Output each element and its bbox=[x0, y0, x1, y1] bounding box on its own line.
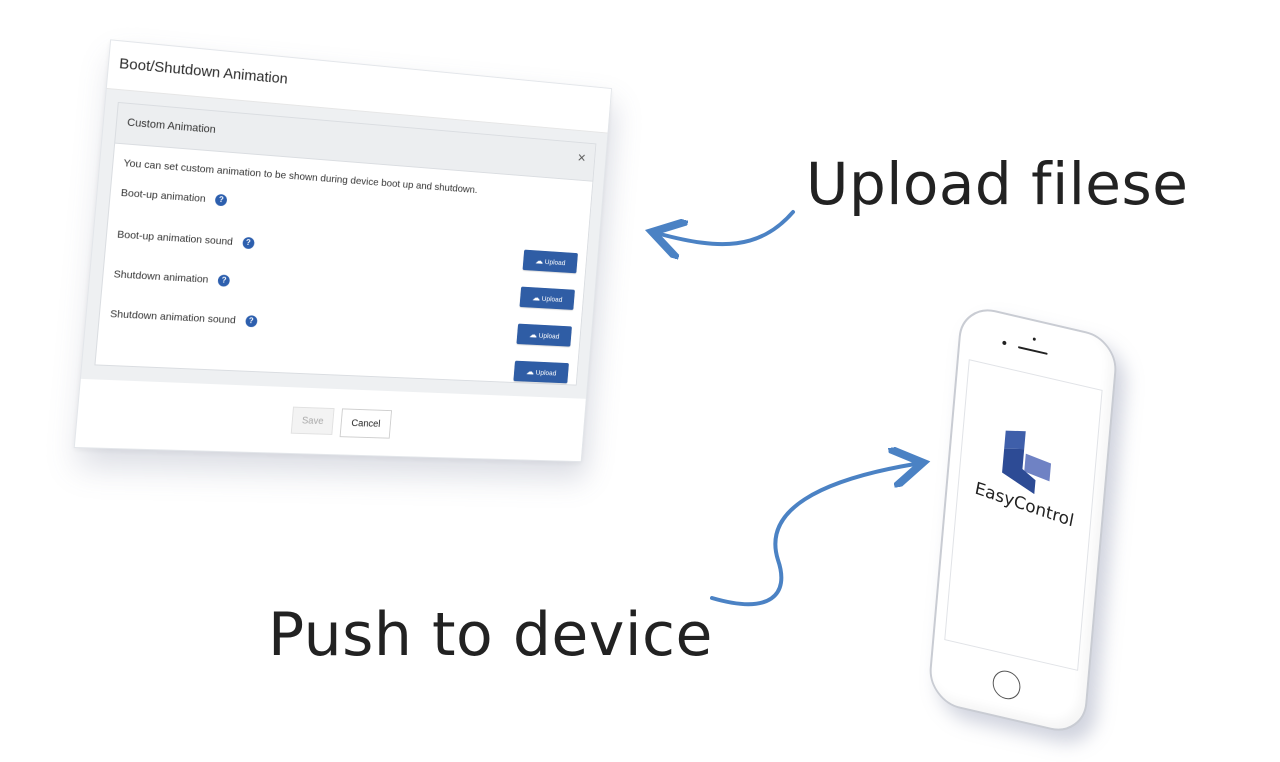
upload-label: Upload bbox=[544, 257, 566, 267]
upload-button[interactable]: ☁Upload bbox=[513, 360, 569, 384]
phone-screen: EasyControl bbox=[944, 359, 1103, 671]
row-label: Boot-up animation sound bbox=[116, 228, 234, 248]
save-button[interactable]: Save bbox=[290, 406, 335, 435]
dialog-body: Custom Animation × You can set custom an… bbox=[80, 88, 608, 399]
help-icon[interactable]: ? bbox=[217, 274, 231, 288]
help-icon[interactable]: ? bbox=[214, 194, 228, 207]
dialog-illustration: Boot/Shutdown Animation Custom Animation… bbox=[0, 0, 640, 520]
row-label: Boot-up animation bbox=[120, 187, 207, 205]
close-icon[interactable]: × bbox=[577, 150, 587, 167]
camera-dot bbox=[1002, 340, 1007, 346]
cloud-upload-icon: ☁ bbox=[525, 366, 535, 376]
arrow-to-phone bbox=[710, 464, 915, 607]
row-extra-upload: ☁Upload bbox=[105, 342, 569, 389]
phone-body: EasyControl bbox=[926, 302, 1120, 738]
upload-label: Upload bbox=[538, 330, 560, 341]
card-title: Custom Animation bbox=[126, 116, 217, 136]
row-label: Shutdown animation sound bbox=[109, 308, 237, 327]
dialog-title: Boot/Shutdown Animation bbox=[118, 55, 289, 88]
cloud-upload-icon: ☁ bbox=[534, 255, 544, 266]
push-caption: Push to device bbox=[268, 600, 713, 670]
sensor-dot bbox=[1032, 337, 1036, 341]
home-button[interactable] bbox=[991, 667, 1022, 703]
easycontrol-logo-icon bbox=[1002, 430, 1052, 495]
help-icon[interactable]: ? bbox=[244, 315, 258, 328]
boot-shutdown-dialog: Boot/Shutdown Animation Custom Animation… bbox=[73, 39, 613, 463]
cancel-button[interactable]: Cancel bbox=[339, 408, 393, 439]
arrow-to-dialog bbox=[660, 210, 795, 244]
custom-animation-card: Custom Animation × You can set custom an… bbox=[94, 101, 597, 389]
row-label: Shutdown animation bbox=[113, 268, 209, 286]
upload-button[interactable]: ☁Upload bbox=[519, 286, 575, 310]
upload-caption: Upload filese bbox=[806, 150, 1189, 218]
upload-button[interactable]: ☁Upload bbox=[522, 249, 578, 274]
upload-label: Upload bbox=[535, 367, 557, 377]
dialog-footer: Save Cancel bbox=[76, 399, 584, 445]
phone-illustration: EasyControl bbox=[925, 302, 1125, 740]
help-icon[interactable]: ? bbox=[241, 237, 255, 250]
cloud-upload-icon: ☁ bbox=[531, 292, 541, 303]
upload-button[interactable]: ☁Upload bbox=[516, 323, 572, 347]
speaker-grille bbox=[1017, 346, 1048, 355]
upload-label: Upload bbox=[541, 293, 563, 304]
cloud-upload-icon: ☁ bbox=[528, 329, 538, 339]
